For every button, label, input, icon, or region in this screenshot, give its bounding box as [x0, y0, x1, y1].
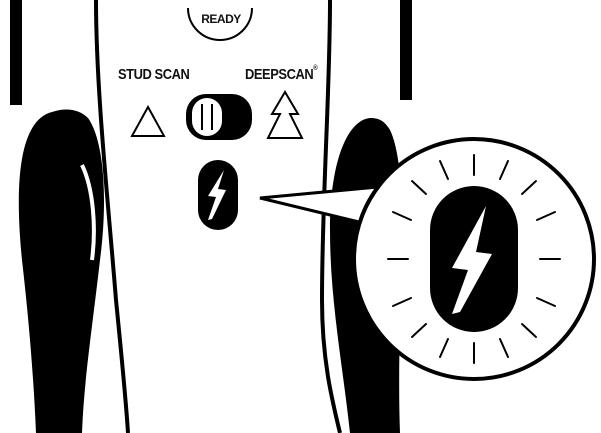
registered-mark: ® [313, 65, 317, 72]
stud-scan-label: STUD SCAN [118, 66, 189, 83]
mode-slide-switch-icon[interactable] [186, 94, 252, 140]
lightning-bolt-icon [198, 160, 238, 230]
triangle-icon [132, 107, 164, 136]
deepscan-label: DEEPSCAN® [245, 66, 317, 83]
deepscan-label-text: DEEPSCAN [245, 66, 313, 83]
right-handle-band [400, 0, 412, 100]
left-handle-band [10, 0, 22, 105]
double-triangle-icon [268, 92, 302, 138]
ready-label: READY [189, 12, 253, 26]
glowing-lightning-bolt-icon [430, 186, 518, 332]
left-grip [19, 110, 104, 433]
